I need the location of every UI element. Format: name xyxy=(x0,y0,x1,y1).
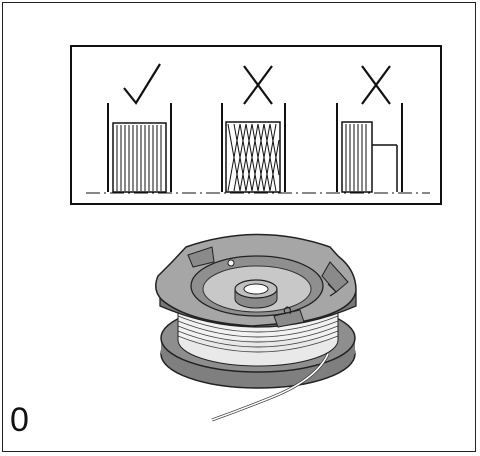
correct-spool-diagram xyxy=(107,63,172,193)
cross-icon xyxy=(243,65,273,105)
checkmark-icon xyxy=(123,63,161,105)
partial-spool-diagram xyxy=(336,65,403,193)
cross-icon xyxy=(361,65,391,105)
winding-examples-panel xyxy=(70,45,442,205)
trimmer-spool-illustration xyxy=(155,233,357,422)
step-number: 0 xyxy=(10,401,29,439)
crossed-spool-diagram xyxy=(221,65,286,193)
